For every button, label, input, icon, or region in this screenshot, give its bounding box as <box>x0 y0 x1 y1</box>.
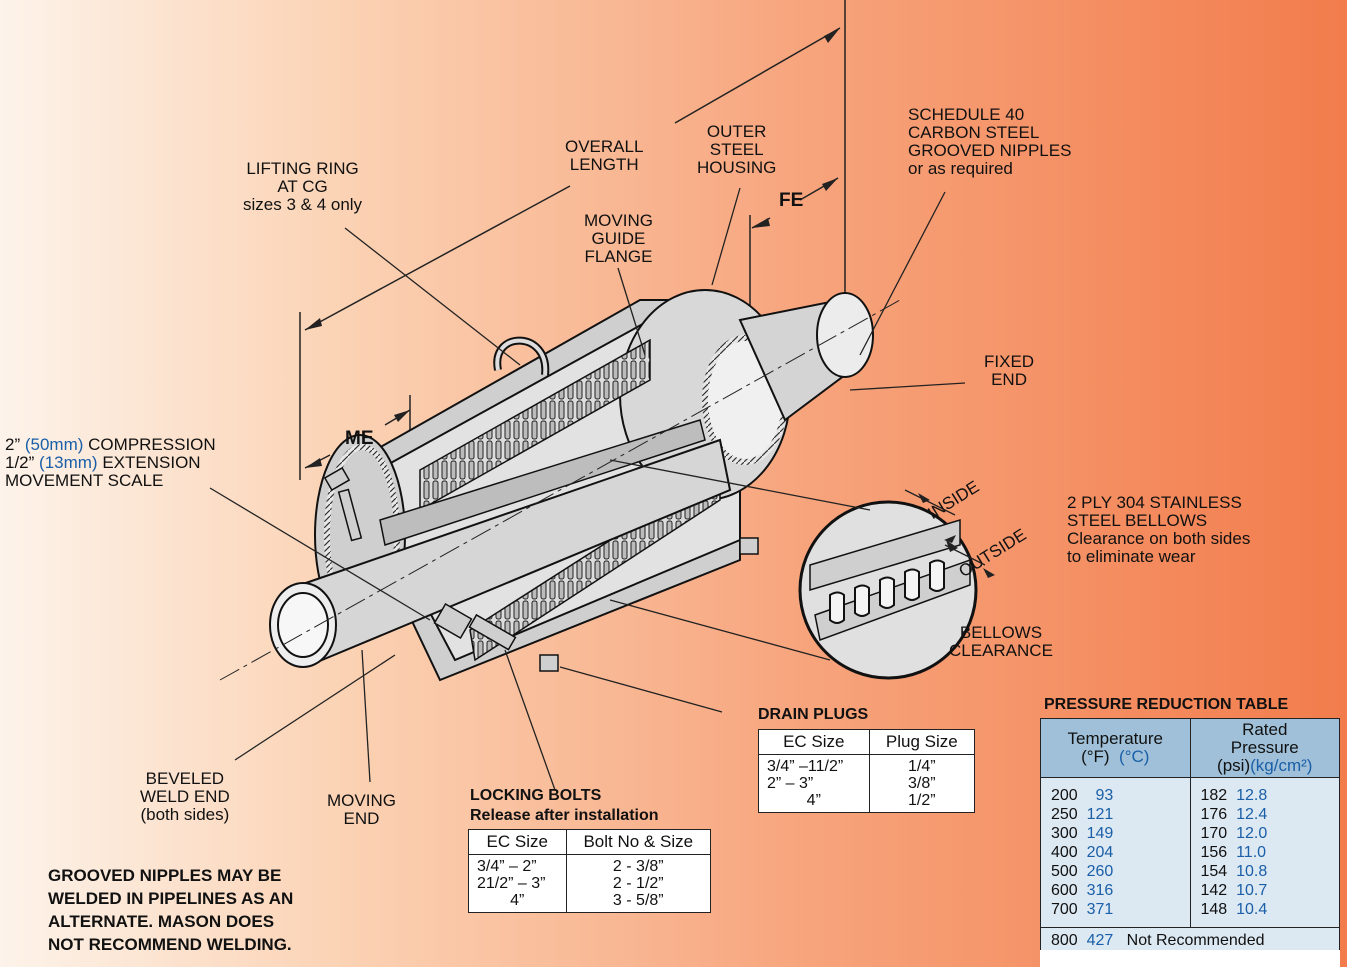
bellows-detail <box>798 500 978 680</box>
me-label: ME <box>345 428 374 449</box>
movement-scale-label: 2” (50mm) COMPRESSION 1/2” (13mm) EXTENS… <box>5 435 216 490</box>
drain-plug-1 <box>539 654 559 672</box>
drain-plugs-title: DRAIN PLUGS <box>758 706 869 723</box>
locking-bolts-subtitle: Release after installation <box>470 807 659 824</box>
locking-bolt-upper <box>323 466 363 542</box>
leader-lines <box>209 187 986 791</box>
clearance-arrows <box>918 493 995 578</box>
dimension-arrowheads <box>305 28 840 468</box>
pressure-table-title: PRESSURE REDUCTION TABLE <box>1044 696 1289 713</box>
fixed-end-nipple <box>738 292 874 422</box>
fe-label: FE <box>779 190 804 211</box>
inner-pipe <box>269 438 732 668</box>
locking-bolt-lower <box>433 602 517 651</box>
locking-bolts-title: LOCKING BOLTS <box>470 787 602 804</box>
drain-plug-2 <box>739 537 759 555</box>
centerline <box>219 299 901 681</box>
